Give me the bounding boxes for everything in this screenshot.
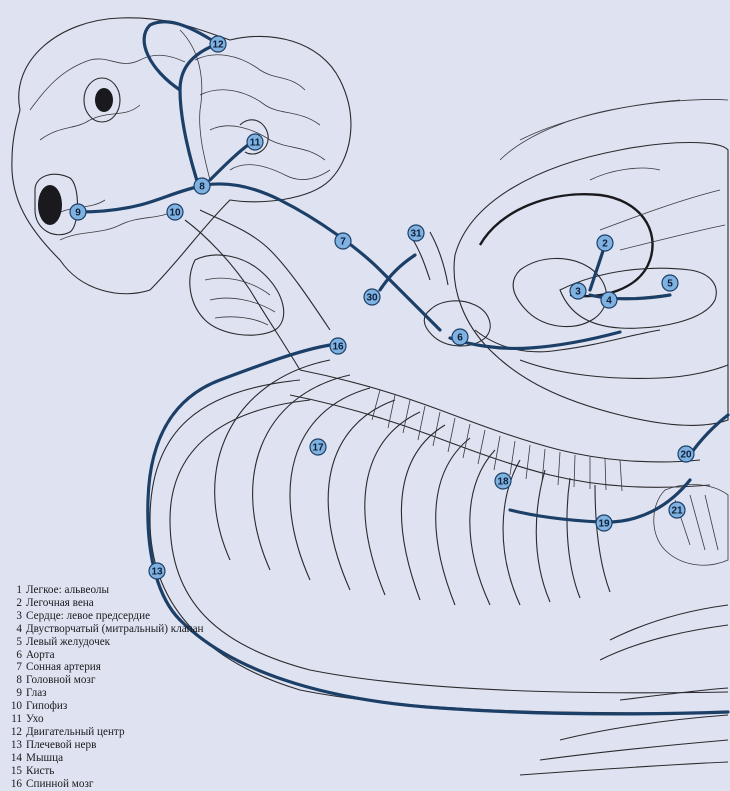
- legend-label: Кисть: [26, 765, 54, 777]
- legend-label: Сердце: левое предсердие: [26, 610, 150, 622]
- legend-list: 1 Легкое: альвеолы 2 Легочная вена 3 Сердце: …: [6, 584, 266, 791]
- legend-item: 3 Сердце: левое предсердие: [6, 610, 266, 623]
- marker-number: 30: [366, 293, 378, 304]
- marker-7: 7: [335, 233, 351, 249]
- legend-label: Плечевой нерв: [26, 739, 96, 751]
- legend-item: 10 Гипофиз: [6, 700, 266, 713]
- marker-11: 11: [247, 134, 263, 150]
- legend-item: 2 Легочная вена: [6, 597, 266, 610]
- marker-3: 3: [570, 283, 586, 299]
- legend-item: 8 Головной мозг: [6, 674, 266, 687]
- legend-label: Двустворчатый (митральный) клапан: [26, 623, 204, 635]
- marker-number: 7: [340, 237, 346, 248]
- marker-17: 17: [310, 439, 326, 455]
- legend-item: 12 Двигательный центр: [6, 726, 266, 739]
- marker-number: 9: [75, 208, 81, 219]
- marker-number: 18: [497, 477, 509, 488]
- marker-4: 4: [601, 292, 617, 308]
- marker-number: 4: [606, 296, 612, 307]
- legend-number: 2: [6, 597, 22, 610]
- marker-16: 16: [330, 338, 346, 354]
- legend-label: Ухо: [26, 713, 44, 725]
- marker-8: 8: [194, 178, 210, 194]
- marker-13: 13: [149, 563, 165, 579]
- legend-label: Глаз: [26, 687, 47, 699]
- legend-item: 11 Ухо: [6, 713, 266, 726]
- legend-item: 9 Глаз: [6, 687, 266, 700]
- legend-number: 9: [6, 687, 22, 700]
- legend-item: 5 Левый желудочек: [6, 636, 266, 649]
- legend-number: 4: [6, 623, 22, 636]
- marker-number: 21: [671, 506, 683, 517]
- legend-label: Двигательный центр: [26, 726, 125, 738]
- marker-number: 19: [598, 519, 610, 530]
- legend-number: 5: [6, 636, 22, 649]
- legend-number: 11: [6, 713, 22, 726]
- legend-number: 1: [6, 584, 22, 597]
- legend-number: 3: [6, 610, 22, 623]
- marker-6: 6: [452, 329, 468, 345]
- marker-2: 2: [597, 235, 613, 251]
- marker-30: 30: [364, 289, 380, 305]
- marker-number: 5: [667, 279, 673, 290]
- marker-number: 8: [199, 182, 205, 193]
- marker-number: 16: [332, 342, 344, 353]
- legend-label: Легочная вена: [26, 597, 94, 609]
- legend-number: 6: [6, 649, 22, 662]
- marker-number: 3: [575, 287, 581, 298]
- legend-number: 13: [6, 739, 22, 752]
- marker-number: 31: [410, 229, 422, 240]
- legend-number: 12: [6, 726, 22, 739]
- legend-item: 13 Плечевой нерв: [6, 739, 266, 752]
- legend-number: 16: [6, 778, 22, 791]
- marker-19: 19: [596, 515, 612, 531]
- legend-item: 7 Сонная артерия: [6, 661, 266, 674]
- marker-12: 12: [210, 36, 226, 52]
- legend-number: 8: [6, 674, 22, 687]
- legend-label: Аорта: [26, 649, 55, 661]
- marker-5: 5: [662, 275, 678, 291]
- legend-number: 7: [6, 661, 22, 674]
- legend-label: Головной мозг: [26, 674, 95, 686]
- legend-number: 10: [6, 700, 22, 713]
- marker-number: 20: [680, 450, 692, 461]
- legend-label: Левый желудочек: [26, 636, 110, 648]
- legend-label: Мышца: [26, 752, 63, 764]
- marker-21: 21: [669, 502, 685, 518]
- marker-18: 18: [495, 473, 511, 489]
- legend-number: 14: [6, 752, 22, 765]
- legend-label: Гипофиз: [26, 700, 67, 712]
- legend-label: Сонная артерия: [26, 661, 101, 673]
- legend-item: 4 Двустворчатый (митральный) клапан: [6, 623, 266, 636]
- legend-number: 15: [6, 765, 22, 778]
- marker-9: 9: [70, 204, 86, 220]
- legend-item: 14 Мышца: [6, 752, 266, 765]
- marker-number: 13: [151, 567, 163, 578]
- marker-number: 6: [457, 333, 463, 344]
- marker-number: 12: [212, 40, 224, 51]
- marker-20: 20: [678, 446, 694, 462]
- legend-item: 1 Легкое: альвеолы: [6, 584, 266, 597]
- marker-10: 10: [167, 204, 183, 220]
- marker-number: 11: [250, 138, 261, 149]
- marker-number: 2: [602, 239, 608, 250]
- marker-number: 10: [169, 208, 181, 219]
- legend-item: 15 Кисть: [6, 765, 266, 778]
- marker-31: 31: [408, 225, 424, 241]
- legend-label: Легкое: альвеолы: [26, 584, 109, 596]
- marker-number: 17: [312, 443, 324, 454]
- legend-item: 6 Аорта: [6, 649, 266, 662]
